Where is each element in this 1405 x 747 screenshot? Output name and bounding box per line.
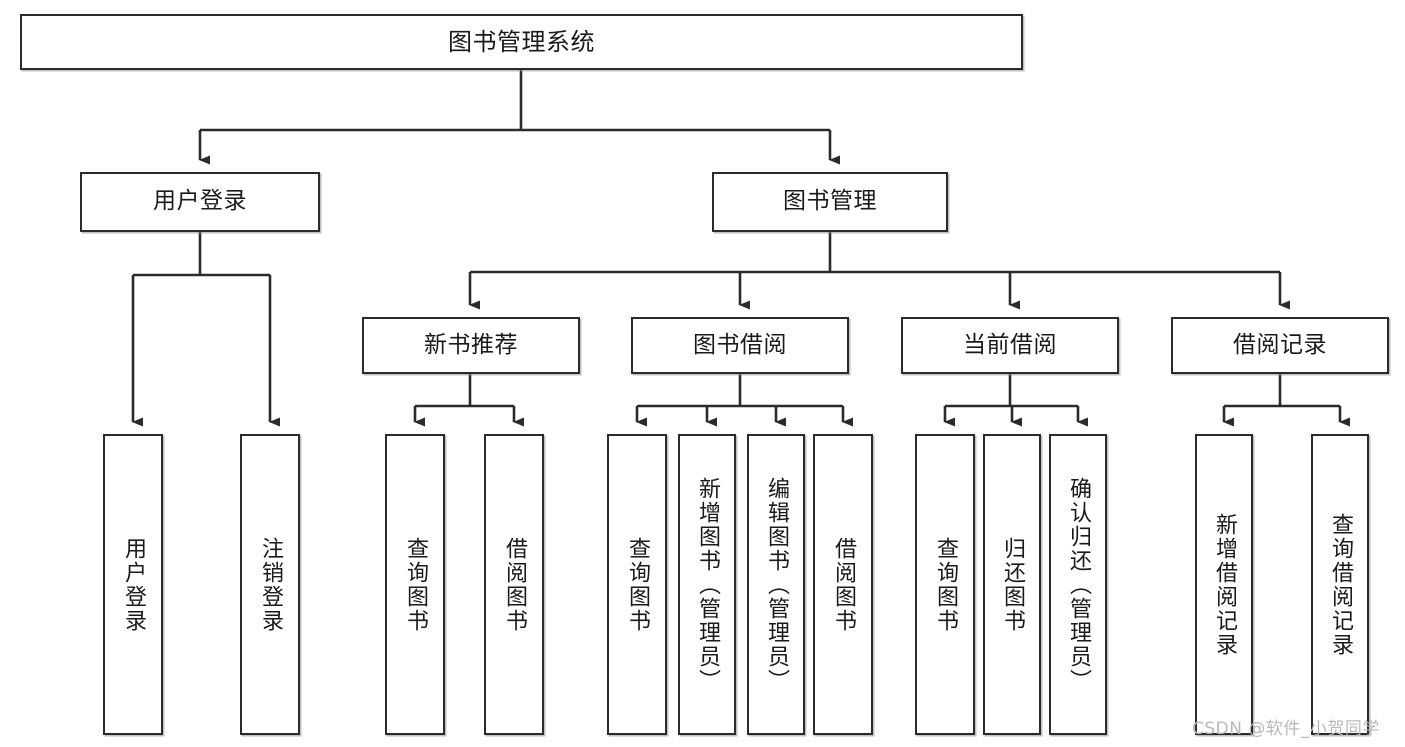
leaf-return-books[interactable]: 归还图书	[983, 434, 1041, 735]
watermark-text: CSDN @软件_小贺同学	[1192, 719, 1380, 739]
node-new-book-recommend-label: 新书推荐	[424, 331, 518, 358]
leaf-query-borrow-record-label: 查询借阅记录	[1328, 512, 1353, 657]
node-book-borrow-label: 图书借阅	[693, 331, 787, 358]
leaf-query-books-current[interactable]: 查询图书	[915, 434, 975, 735]
leaf-borrow-books-label: 借阅图书	[831, 536, 856, 633]
node-borrow-records[interactable]: 借阅记录	[1171, 317, 1389, 374]
leaf-add-book-admin[interactable]: 新增图书（管理员）	[678, 434, 736, 735]
leaf-query-borrow-record[interactable]: 查询借阅记录	[1311, 434, 1369, 735]
node-user-login[interactable]: 用户登录	[80, 172, 320, 232]
leaf-query-books-borrow[interactable]: 查询图书	[607, 434, 667, 735]
leaf-confirm-return-admin[interactable]: 确认归还（管理员）	[1049, 434, 1107, 735]
node-root-label: 图书管理系统	[448, 27, 595, 56]
node-user-login-label: 用户登录	[153, 188, 247, 215]
leaf-logout-label: 注销登录	[258, 536, 283, 633]
leaf-edit-book-admin[interactable]: 编辑图书（管理员）	[747, 434, 805, 735]
leaf-edit-book-admin-label: 编辑图书（管理员）	[764, 476, 789, 693]
leaf-add-borrow-record-label: 新增借阅记录	[1212, 512, 1237, 657]
node-book-management[interactable]: 图书管理	[712, 172, 948, 232]
leaf-add-book-admin-label: 新增图书（管理员）	[695, 476, 720, 693]
node-current-borrow[interactable]: 当前借阅	[901, 317, 1119, 374]
node-current-borrow-label: 当前借阅	[963, 331, 1057, 358]
leaf-logout[interactable]: 注销登录	[240, 434, 300, 735]
leaf-user-login[interactable]: 用户登录	[103, 434, 163, 735]
leaf-borrow-books[interactable]: 借阅图书	[813, 434, 873, 735]
node-new-book-recommend[interactable]: 新书推荐	[362, 317, 580, 374]
node-root[interactable]: 图书管理系统	[20, 14, 1023, 70]
node-book-borrow[interactable]: 图书借阅	[631, 317, 849, 374]
leaf-query-books-recommend[interactable]: 查询图书	[385, 434, 445, 735]
leaf-add-borrow-record[interactable]: 新增借阅记录	[1195, 434, 1253, 735]
leaf-borrow-books-recommend[interactable]: 借阅图书	[484, 434, 544, 735]
leaf-borrow-books-recommend-label: 借阅图书	[502, 536, 527, 633]
leaf-query-books-current-label: 查询图书	[933, 536, 958, 633]
leaf-return-books-label: 归还图书	[1000, 536, 1025, 633]
node-borrow-records-label: 借阅记录	[1233, 331, 1327, 358]
leaf-query-books-borrow-label: 查询图书	[625, 536, 650, 633]
leaf-confirm-return-admin-label: 确认归还（管理员）	[1066, 476, 1091, 693]
node-book-management-label: 图书管理	[783, 188, 877, 215]
leaf-query-books-recommend-label: 查询图书	[403, 536, 428, 633]
leaf-user-login-label: 用户登录	[121, 536, 146, 633]
